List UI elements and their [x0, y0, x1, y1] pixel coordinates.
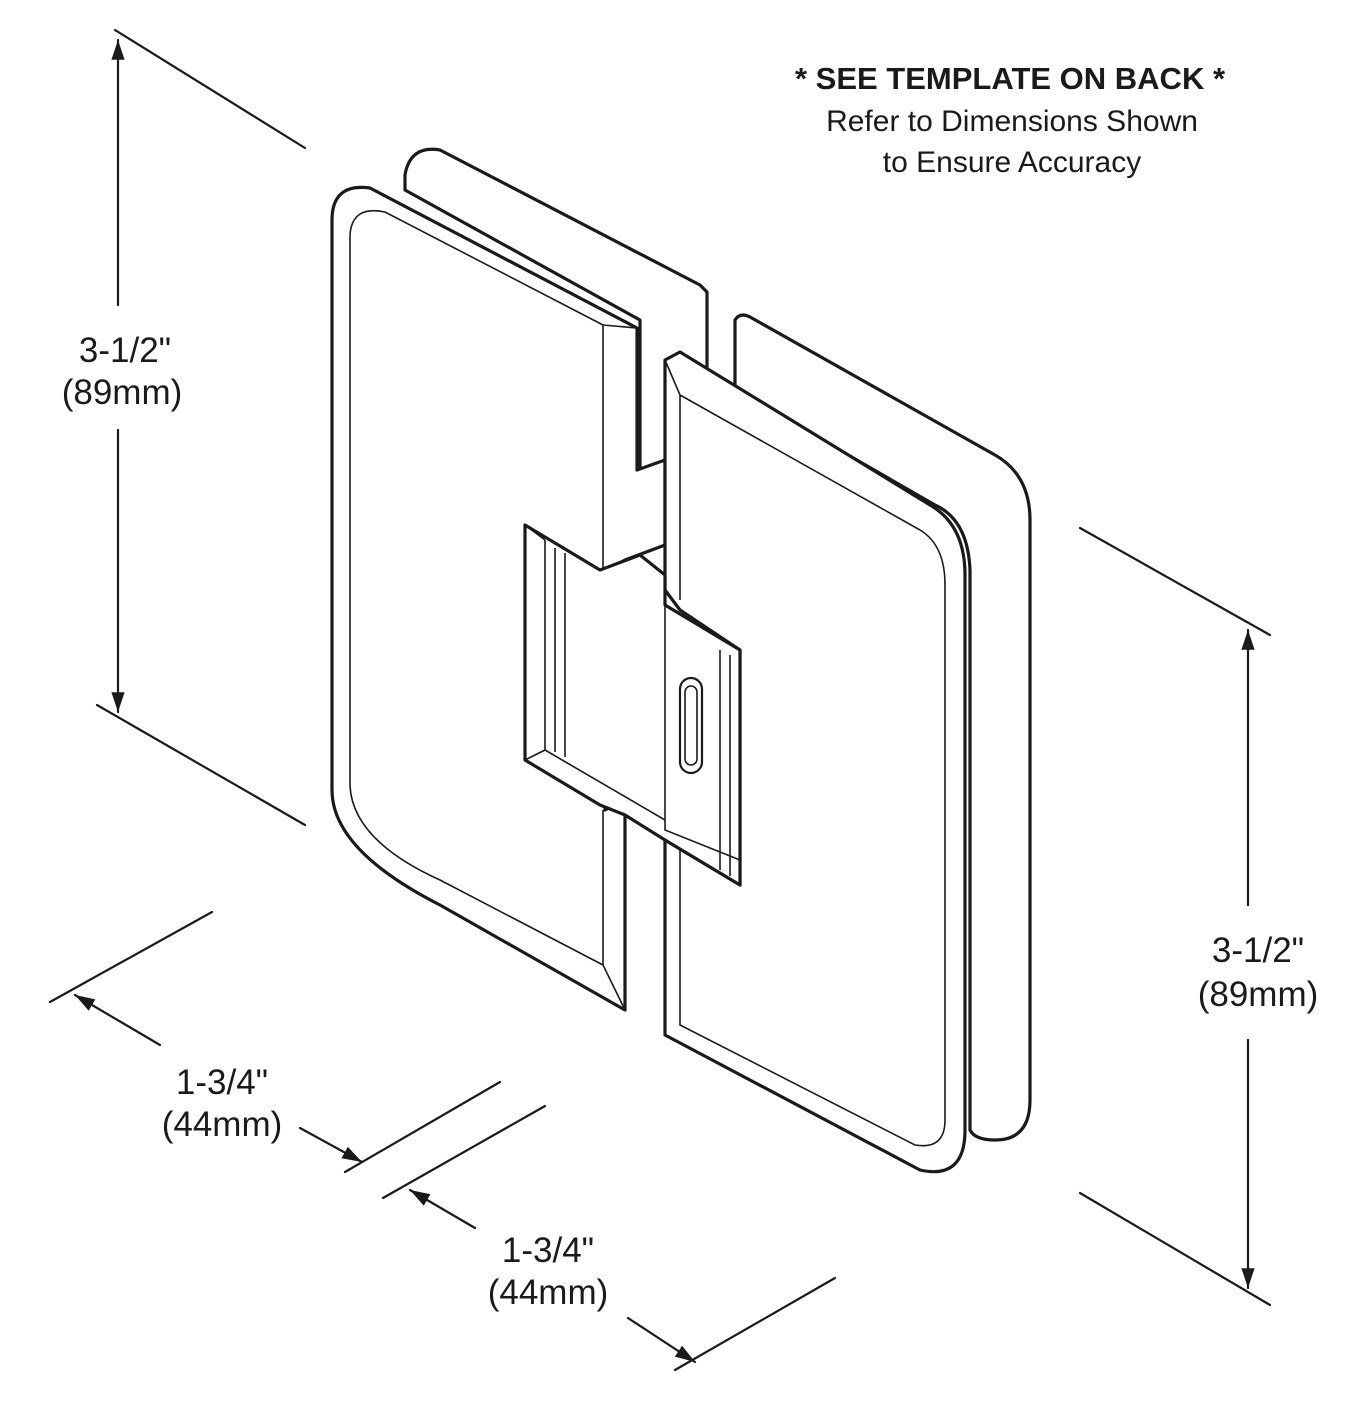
left-height-dimension: 3-1/2" (89mm) [62, 28, 307, 827]
right-width-imperial: 1-3/4" [502, 1231, 594, 1270]
right-width-metric: (44mm) [488, 1273, 609, 1312]
note-line-2: to Ensure Accuracy [883, 146, 1141, 179]
left-height-imperial: 3-1/2" [79, 331, 171, 370]
right-front-plate [663, 350, 967, 1174]
note-heading: * SEE TEMPLATE ON BACK * [795, 61, 1226, 96]
right-height-dimension: 3-1/2" (89mm) [1078, 526, 1319, 1307]
left-height-metric: (89mm) [62, 373, 183, 412]
left-width-imperial: 1-3/4" [176, 1063, 268, 1102]
template-note: * SEE TEMPLATE ON BACK * Refer to Dimens… [795, 61, 1226, 179]
left-back-plate [403, 147, 709, 472]
right-height-imperial: 3-1/2" [1212, 931, 1304, 970]
right-height-metric: (89mm) [1198, 975, 1319, 1014]
left-width-metric: (44mm) [162, 1105, 283, 1144]
hinge-knuckle [523, 523, 742, 887]
right-back-plate [733, 313, 1032, 1142]
note-line-1: Refer to Dimensions Shown [826, 105, 1198, 138]
slot-icon [678, 676, 704, 775]
left-width-dimension: 1-3/4" (44mm) [48, 910, 502, 1174]
right-width-dimension: 1-3/4" (44mm) [381, 1104, 837, 1372]
